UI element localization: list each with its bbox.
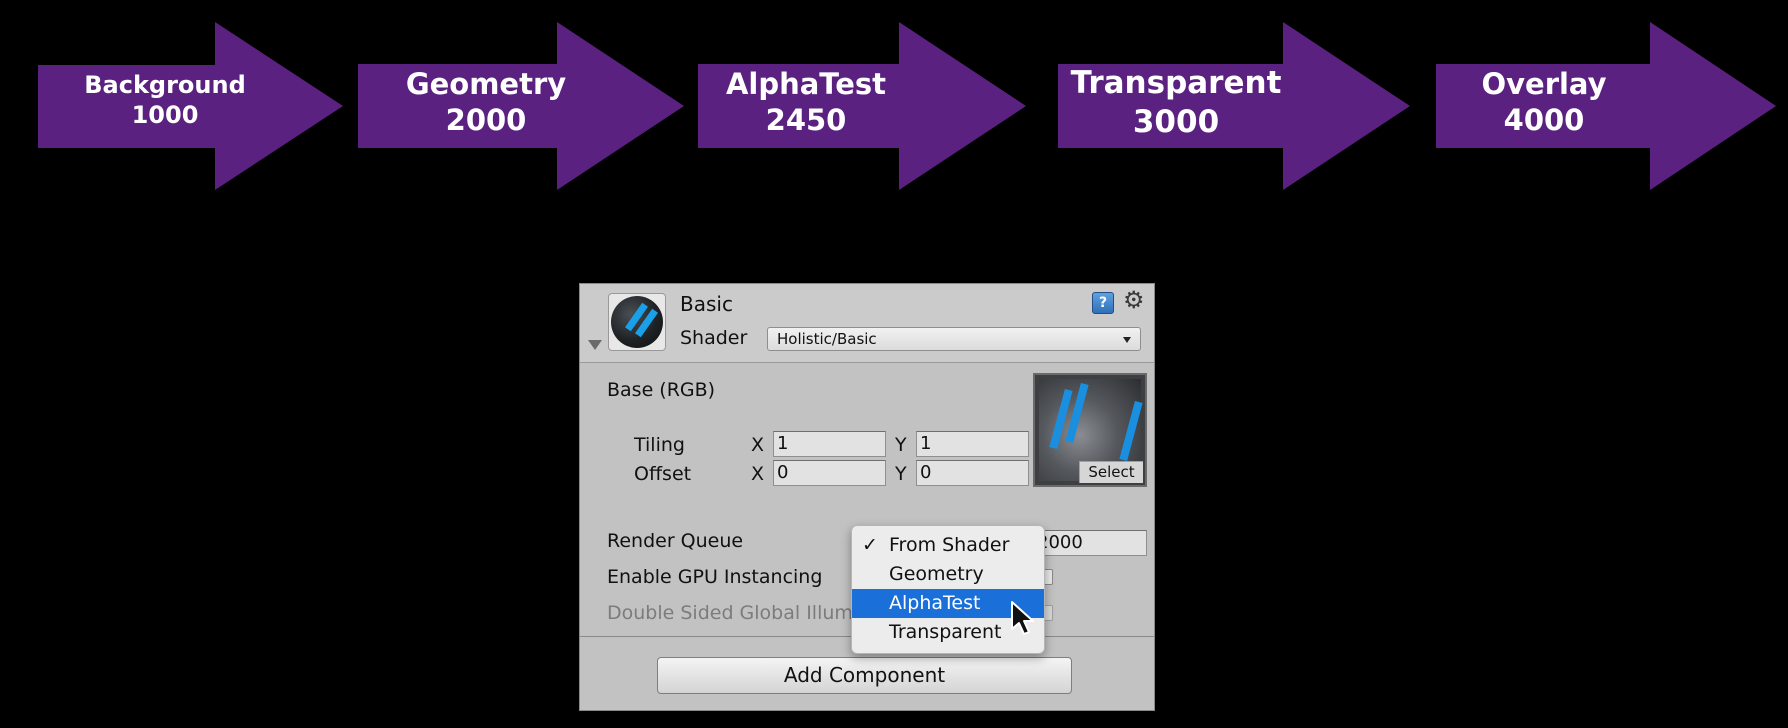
- arrow-name: Transparent: [1070, 65, 1282, 101]
- mouse-pointer-icon: [1010, 600, 1034, 640]
- arrow-alphatest: AlphaTest 2450: [696, 20, 1028, 192]
- texture-select-button[interactable]: Select: [1079, 461, 1143, 483]
- menu-item-label: Transparent: [889, 621, 1002, 643]
- arrow-overlay: Overlay 4000: [1434, 20, 1778, 192]
- render-queue-menu: ✓ From Shader Geometry AlphaTest Transpa…: [851, 525, 1045, 654]
- tiling-y-label: Y: [895, 434, 907, 456]
- offset-y-label: Y: [895, 463, 907, 485]
- texture-slot[interactable]: Select: [1033, 373, 1147, 487]
- render-queue-arrows: Background 1000 Geometry 2000 AlphaTest …: [0, 0, 1788, 200]
- base-rgb-label: Base (RGB): [607, 379, 716, 401]
- gpu-instancing-label: Enable GPU Instancing: [607, 566, 823, 588]
- render-queue-label: Render Queue: [607, 530, 744, 552]
- help-book-icon[interactable]: ?: [1092, 292, 1114, 314]
- arrow-shape: [1436, 22, 1776, 190]
- arrow-value: 4000: [1503, 103, 1585, 138]
- tiling-x-field[interactable]: 1: [773, 431, 886, 457]
- arrow-name: Background: [84, 71, 246, 99]
- shader-dropdown[interactable]: Holistic/Basic: [767, 327, 1141, 351]
- offset-x-label: X: [751, 463, 765, 485]
- chevron-down-icon: [1123, 337, 1131, 343]
- material-header: Basic Shader Holistic/Basic ? ⚙: [580, 284, 1154, 363]
- add-component-button[interactable]: Add Component: [657, 657, 1072, 694]
- arrow-transparent: Transparent 3000: [1056, 20, 1412, 192]
- tiling-x-label: X: [751, 434, 765, 456]
- material-preview-icon: [608, 293, 666, 351]
- material-name: Basic: [680, 292, 733, 316]
- arrow-value: 2450: [765, 103, 847, 138]
- arrow-shape: [358, 22, 684, 190]
- tiling-y-field[interactable]: 1: [916, 431, 1029, 457]
- menu-item-label: AlphaTest: [889, 592, 981, 614]
- menu-item-label: From Shader: [889, 534, 1010, 556]
- arrow-background: Background 1000: [35, 20, 345, 192]
- offset-y-field[interactable]: 0: [916, 460, 1029, 486]
- gear-icon[interactable]: ⚙: [1123, 286, 1145, 314]
- arrow-name: Overlay: [1481, 67, 1607, 101]
- offset-x-field[interactable]: 0: [773, 460, 886, 486]
- arrow-name: AlphaTest: [725, 67, 887, 101]
- menu-item-transparent[interactable]: Transparent: [852, 618, 1044, 647]
- arrow-shape: [1058, 22, 1410, 190]
- checkmark-icon: ✓: [862, 534, 878, 556]
- arrow-value: 1000: [131, 101, 199, 129]
- arrow-value: 3000: [1132, 103, 1220, 140]
- tiling-label: Tiling: [634, 434, 685, 456]
- shader-label: Shader: [680, 327, 748, 349]
- double-sided-gi-label: Double Sided Global Illum: [607, 602, 853, 624]
- menu-item-label: Geometry: [889, 563, 984, 585]
- arrow-geometry: Geometry 2000: [356, 20, 686, 192]
- menu-item-geometry[interactable]: Geometry: [852, 560, 1044, 589]
- arrow-shape: [38, 22, 343, 190]
- shader-value: Holistic/Basic: [777, 330, 877, 348]
- offset-label: Offset: [634, 463, 692, 485]
- foldout-arrow-icon[interactable]: [588, 340, 602, 350]
- menu-item-from-shader[interactable]: ✓ From Shader: [852, 531, 1044, 560]
- arrow-value: 2000: [445, 103, 527, 138]
- arrow-shape: [698, 22, 1026, 190]
- render-queue-value-field[interactable]: 2000: [1033, 530, 1147, 556]
- arrow-name: Geometry: [405, 67, 567, 101]
